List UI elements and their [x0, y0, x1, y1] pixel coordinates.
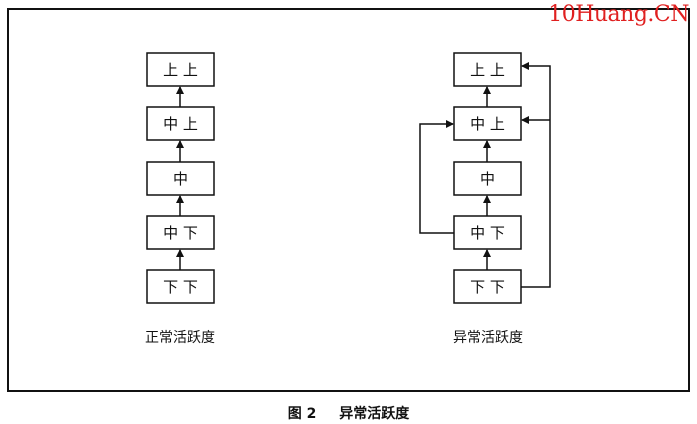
left-box-label: 下 下 — [163, 278, 198, 296]
figure-number: 图 2 — [287, 406, 317, 422]
right-skip-low-low-to-high-high — [521, 62, 551, 288]
right-box-label: 下 下 — [470, 278, 505, 296]
figure-title: 异常活跃度 — [339, 406, 410, 422]
right-box-label: 中 — [480, 170, 495, 188]
left-diagram-caption: 正常活跃度 — [145, 330, 215, 346]
right-box-label: 中 上 — [470, 115, 505, 133]
right-skip-mid-low-to-mid-high — [419, 120, 454, 234]
left-box-label: 中 — [173, 170, 188, 188]
right-diagram-caption: 异常活跃度 — [453, 330, 523, 346]
figure-caption: 图 2 异常活跃度 — [0, 403, 697, 423]
left-box-label: 上 上 — [163, 61, 198, 79]
figure-frame — [7, 8, 690, 392]
right-box-label: 上 上 — [470, 61, 505, 79]
left-box-label: 中 下 — [163, 224, 198, 242]
left-diagram — [146, 52, 215, 304]
right-box-label: 中 下 — [470, 224, 505, 242]
left-box-label: 中 上 — [163, 115, 198, 133]
watermark: 10Huang.CN — [548, 2, 689, 27]
right-diagram — [419, 52, 551, 304]
